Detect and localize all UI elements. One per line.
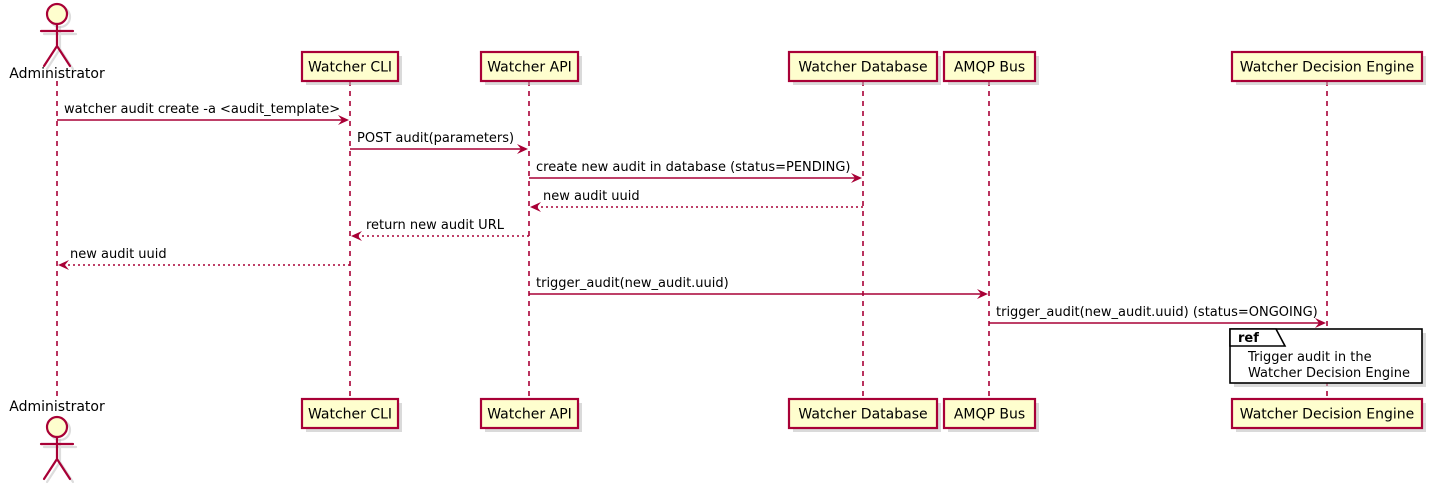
participant-label: AMQP Bus xyxy=(954,407,1025,423)
message-arrowhead xyxy=(351,231,362,241)
message-arrowhead xyxy=(517,144,528,154)
actor-head xyxy=(45,2,69,26)
box-rect xyxy=(300,50,400,83)
box-rect xyxy=(300,397,400,430)
message-6[interactable]: new audit uuid xyxy=(58,247,350,270)
message-label: return new audit URL xyxy=(366,218,505,233)
box-rect xyxy=(1230,50,1424,83)
actor-admin[interactable]: Administrator xyxy=(9,399,105,484)
message-7[interactable]: trigger_audit(new_audit.uuid) xyxy=(529,276,988,299)
participant-label: AMQP Bus xyxy=(954,60,1025,76)
message-label: POST audit(parameters) xyxy=(357,131,514,146)
message-4[interactable]: new audit uuid xyxy=(530,189,863,212)
participant-box-de[interactable]: Watcher Decision Engine xyxy=(1230,397,1426,432)
actor-shadow-limbs xyxy=(42,438,78,484)
lifelines-layer xyxy=(56,81,1328,399)
ref-tab-label: ref xyxy=(1238,331,1259,346)
box-rect xyxy=(479,50,580,83)
participant-box-db[interactable]: Watcher Database xyxy=(787,397,941,432)
actor-body xyxy=(39,435,75,481)
message-label: trigger_audit(new_audit.uuid) (status=ON… xyxy=(996,305,1318,320)
actor-body xyxy=(39,22,75,68)
message-label: create new audit in database (status=PEN… xyxy=(536,160,851,175)
actor-label: Administrator xyxy=(9,66,105,82)
participant-label: Watcher Decision Engine xyxy=(1240,60,1414,76)
actor-admin[interactable]: Administrator xyxy=(9,2,105,82)
participant-label: Watcher Decision Engine xyxy=(1240,407,1414,423)
participant-label: Watcher Database xyxy=(798,60,927,76)
message-arrowhead xyxy=(1315,318,1326,328)
box-rect xyxy=(787,397,939,430)
participant-label: Watcher CLI xyxy=(308,407,392,423)
message-label: watcher audit create -a <audit_template> xyxy=(64,102,340,117)
ref-tab xyxy=(1229,328,1287,347)
message-label: new audit uuid xyxy=(543,189,640,204)
participant-label: Watcher CLI xyxy=(308,60,392,76)
participant-label: Watcher API xyxy=(487,407,572,423)
participant-box-db[interactable]: Watcher Database xyxy=(787,50,941,85)
message-3[interactable]: create new audit in database (status=PEN… xyxy=(529,160,862,183)
participant-box-amqp[interactable]: AMQP Bus xyxy=(942,50,1039,85)
messages-layer: watcher audit create -a <audit_template>… xyxy=(57,102,1326,328)
message-5[interactable]: return new audit URL xyxy=(351,218,529,241)
box-rect xyxy=(942,397,1037,430)
message-1[interactable]: watcher audit create -a <audit_template> xyxy=(57,102,349,125)
ref-body-line: Watcher Decision Engine xyxy=(1248,366,1410,381)
message-arrowhead xyxy=(58,260,69,270)
message-arrowhead xyxy=(977,289,988,299)
message-8[interactable]: trigger_audit(new_audit.uuid) (status=ON… xyxy=(989,305,1326,328)
message-arrowhead xyxy=(851,173,862,183)
box-rect xyxy=(787,50,939,83)
participant-label: Watcher API xyxy=(487,60,572,76)
participant-box-amqp[interactable]: AMQP Bus xyxy=(942,397,1039,432)
message-2[interactable]: POST audit(parameters) xyxy=(350,131,528,154)
box-rect xyxy=(479,397,580,430)
participant-box-cli[interactable]: Watcher CLI xyxy=(300,50,402,85)
participant-box-api[interactable]: Watcher API xyxy=(479,397,582,432)
message-label: new audit uuid xyxy=(70,247,167,262)
ref-body-line: Trigger audit in the xyxy=(1247,350,1372,365)
message-arrowhead xyxy=(530,202,541,212)
participant-box-api[interactable]: Watcher API xyxy=(479,50,582,85)
participant-box-de[interactable]: Watcher Decision Engine xyxy=(1230,50,1426,85)
actor-label: Administrator xyxy=(9,399,105,415)
actor-head xyxy=(45,415,69,439)
box-rect xyxy=(942,50,1037,83)
participant-label: Watcher Database xyxy=(798,407,927,423)
message-label: trigger_audit(new_audit.uuid) xyxy=(536,276,729,291)
actor-shadow-limbs xyxy=(42,25,78,71)
message-arrowhead xyxy=(338,115,349,125)
participant-box-cli[interactable]: Watcher CLI xyxy=(300,397,402,432)
box-rect xyxy=(1230,397,1424,430)
